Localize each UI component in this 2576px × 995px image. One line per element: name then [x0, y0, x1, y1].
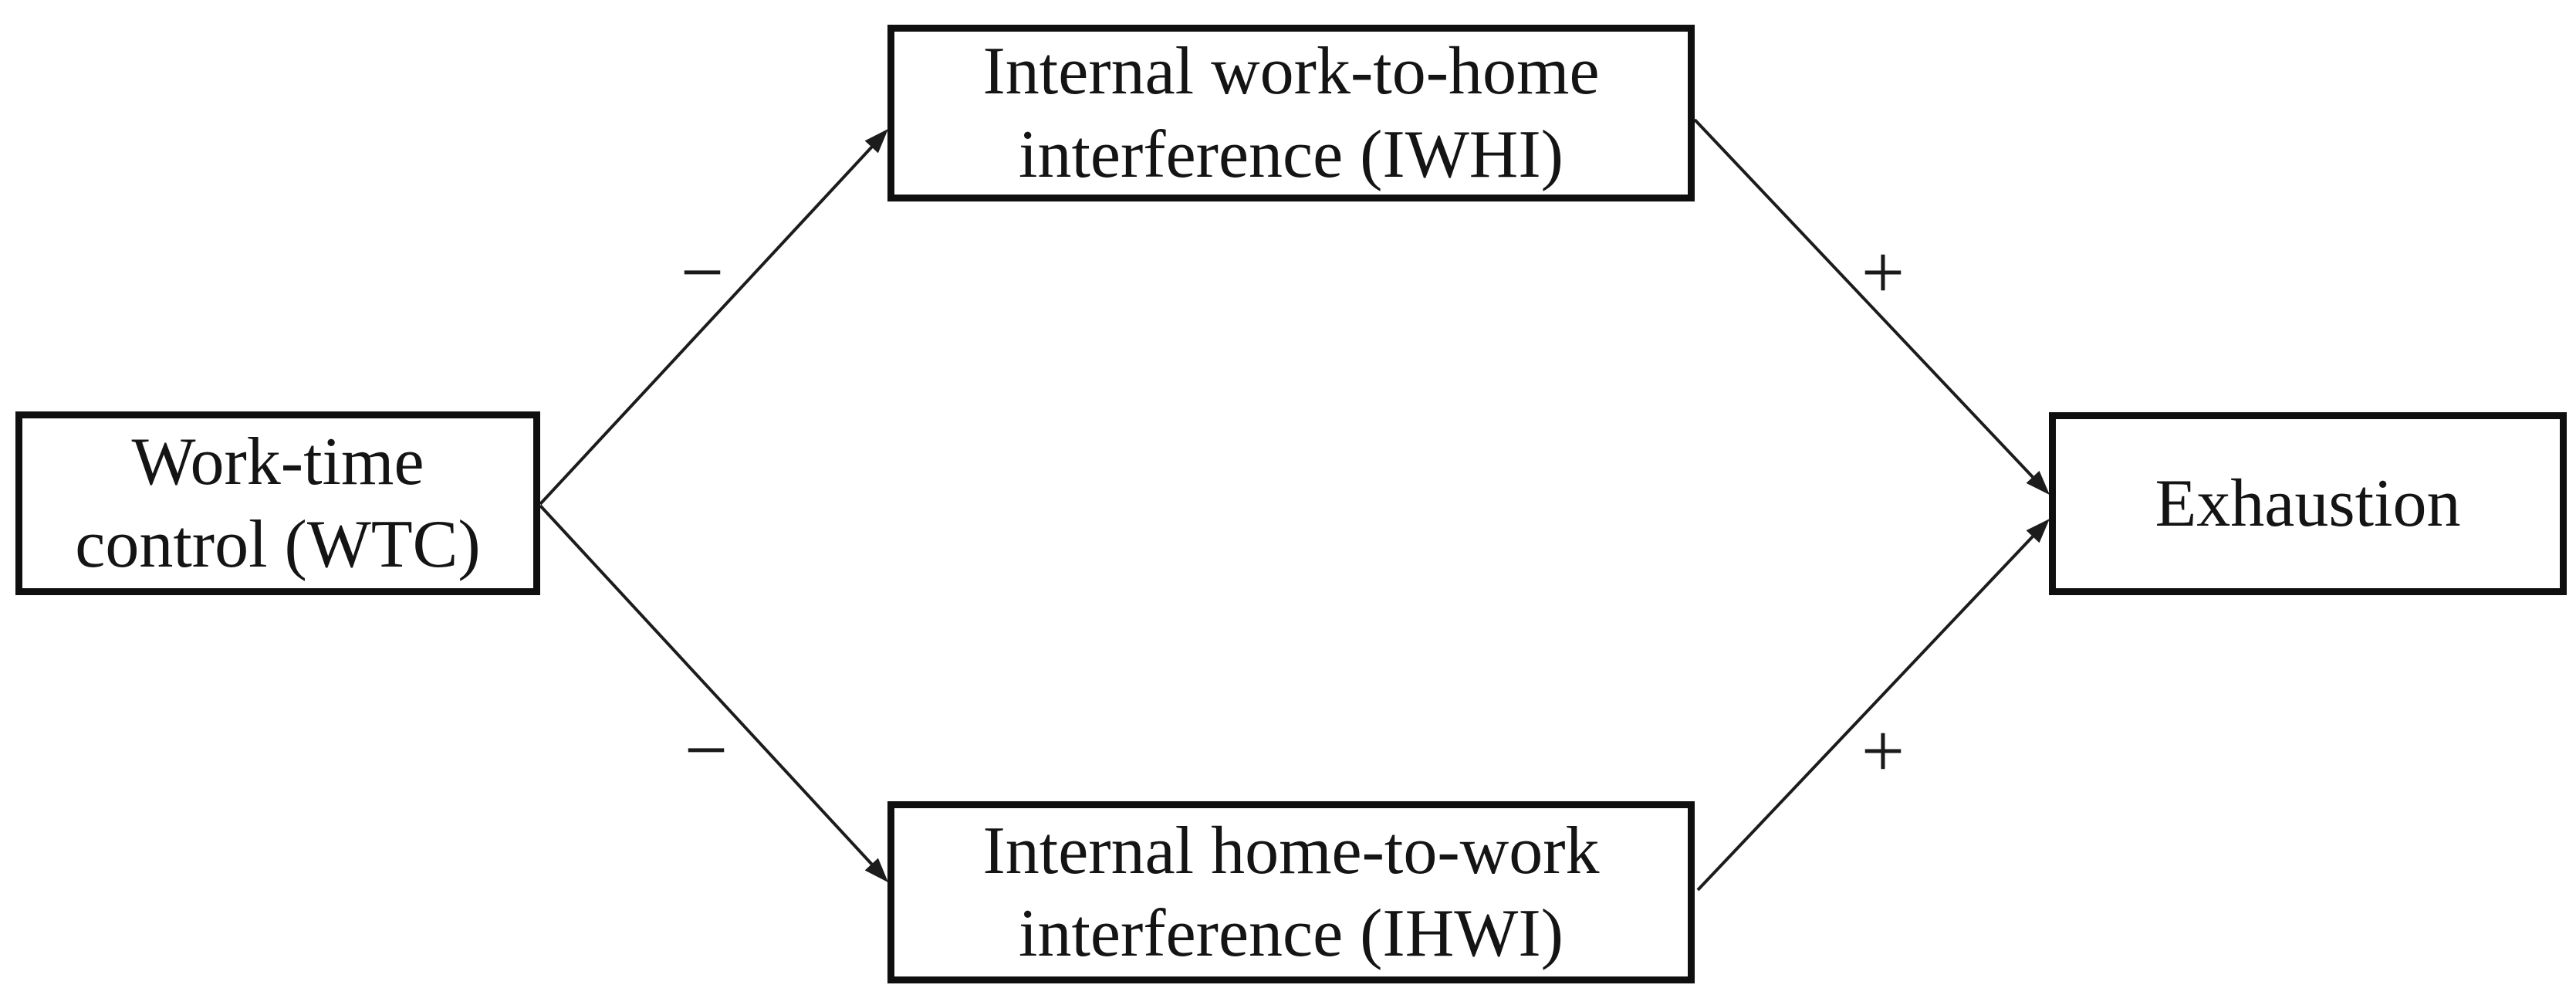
edge-sign-iwhi-exhaustion: +	[1861, 229, 1905, 315]
node-work-time-control-label: Work-time control (WTC)	[75, 424, 481, 582]
edge-arrowhead-iwhi-exhaustion-icon	[2026, 470, 2050, 496]
edge-line-iwhi-exhaustion	[1693, 118, 2034, 479]
node-internal-home-to-work-interference: Internal home-to-work interference (IHWI…	[887, 801, 1695, 983]
edge-line-ihwi-exhaustion	[1696, 535, 2034, 892]
edge-line-wtc-ihwi	[539, 504, 874, 866]
edge-sign-wtc-ihwi: −	[684, 707, 729, 793]
edge-arrowhead-ihwi-exhaustion-icon	[2026, 518, 2050, 543]
edge-line-wtc-iwhi	[539, 145, 874, 506]
edge-sign-wtc-iwhi: −	[680, 229, 725, 315]
node-exhaustion-label: Exhaustion	[2155, 465, 2461, 541]
node-internal-work-to-home-interference-label: Internal work-to-home interference (IWHI…	[982, 34, 1600, 192]
node-internal-home-to-work-interference-label: Internal home-to-work interference (IHWI…	[982, 813, 1600, 971]
edge-arrowhead-wtc-iwhi-icon	[864, 128, 888, 154]
edge-sign-ihwi-exhaustion: +	[1861, 708, 1905, 794]
node-internal-work-to-home-interference: Internal work-to-home interference (IWHI…	[887, 25, 1695, 201]
node-exhaustion: Exhaustion	[2049, 412, 2567, 595]
node-work-time-control: Work-time control (WTC)	[15, 411, 540, 595]
edge-arrowhead-wtc-ihwi-icon	[864, 858, 888, 883]
